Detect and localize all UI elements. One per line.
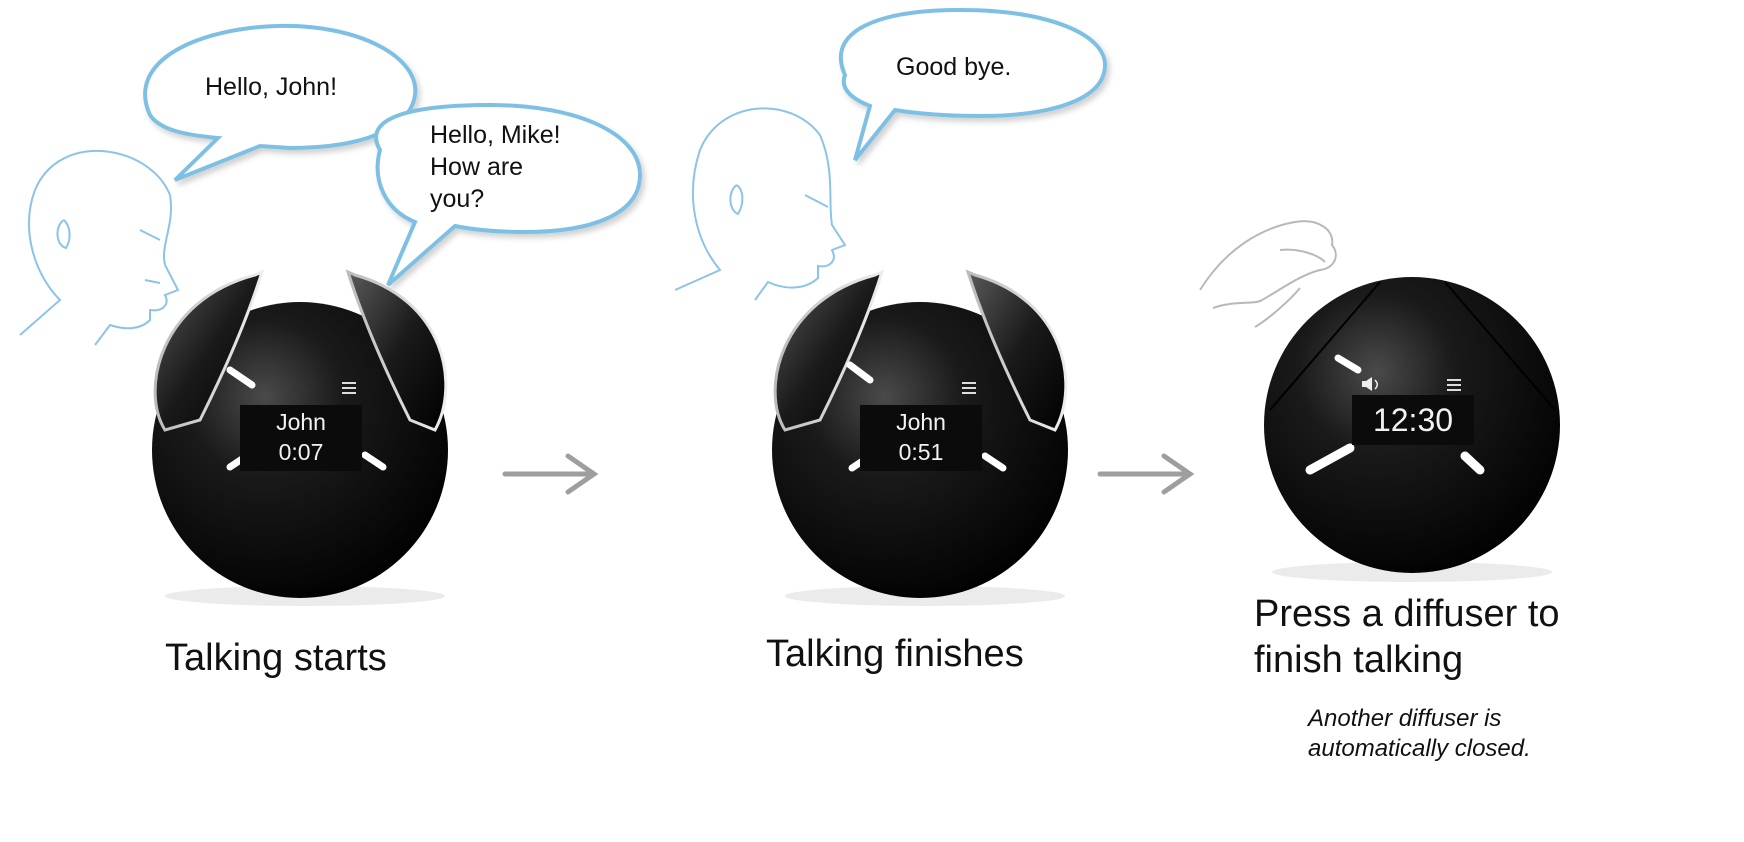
bubble-2-text: Hello, Mike! How are you? (430, 120, 561, 215)
speech-bubble-3 (841, 10, 1105, 160)
bubble-3-line: Good bye. (896, 52, 1011, 84)
note-auto-close: Another diffuser is automatically closed… (1308, 704, 1531, 764)
device-3-screen: 12:30 (1352, 395, 1474, 445)
person-head-icon (20, 151, 178, 345)
bubble-2-line: How are (430, 152, 561, 184)
caller-name: John (240, 407, 362, 437)
bubble-2-line: Hello, Mike! (430, 120, 561, 152)
right-arrow-icon (1100, 456, 1190, 492)
bubble-1-text: Hello, John! (205, 72, 337, 104)
bubble-3-text: Good bye. (896, 52, 1011, 84)
caption-line: finish talking (1254, 638, 1560, 684)
right-arrow-icon (505, 456, 594, 492)
caption-line: Press a diffuser to (1254, 592, 1560, 638)
clock-time: 12:30 (1352, 395, 1474, 445)
caption-talking-starts: Talking starts (165, 637, 387, 680)
bubble-1-line: Hello, John! (205, 72, 337, 104)
note-line: Another diffuser is (1308, 704, 1531, 734)
caption-talking-finishes: Talking finishes (766, 633, 1024, 676)
device-2-screen: John 0:51 (860, 405, 982, 471)
person-head-icon (675, 108, 845, 300)
note-line: automatically closed. (1308, 734, 1531, 764)
call-duration: 0:51 (860, 437, 982, 467)
hand-icon (1200, 221, 1336, 327)
caller-name: John (860, 407, 982, 437)
device-1-screen: John 0:07 (240, 405, 362, 471)
caption-press-diffuser: Press a diffuser to finish talking (1254, 592, 1560, 683)
bubble-2-line: you? (430, 184, 561, 216)
call-duration: 0:07 (240, 437, 362, 467)
